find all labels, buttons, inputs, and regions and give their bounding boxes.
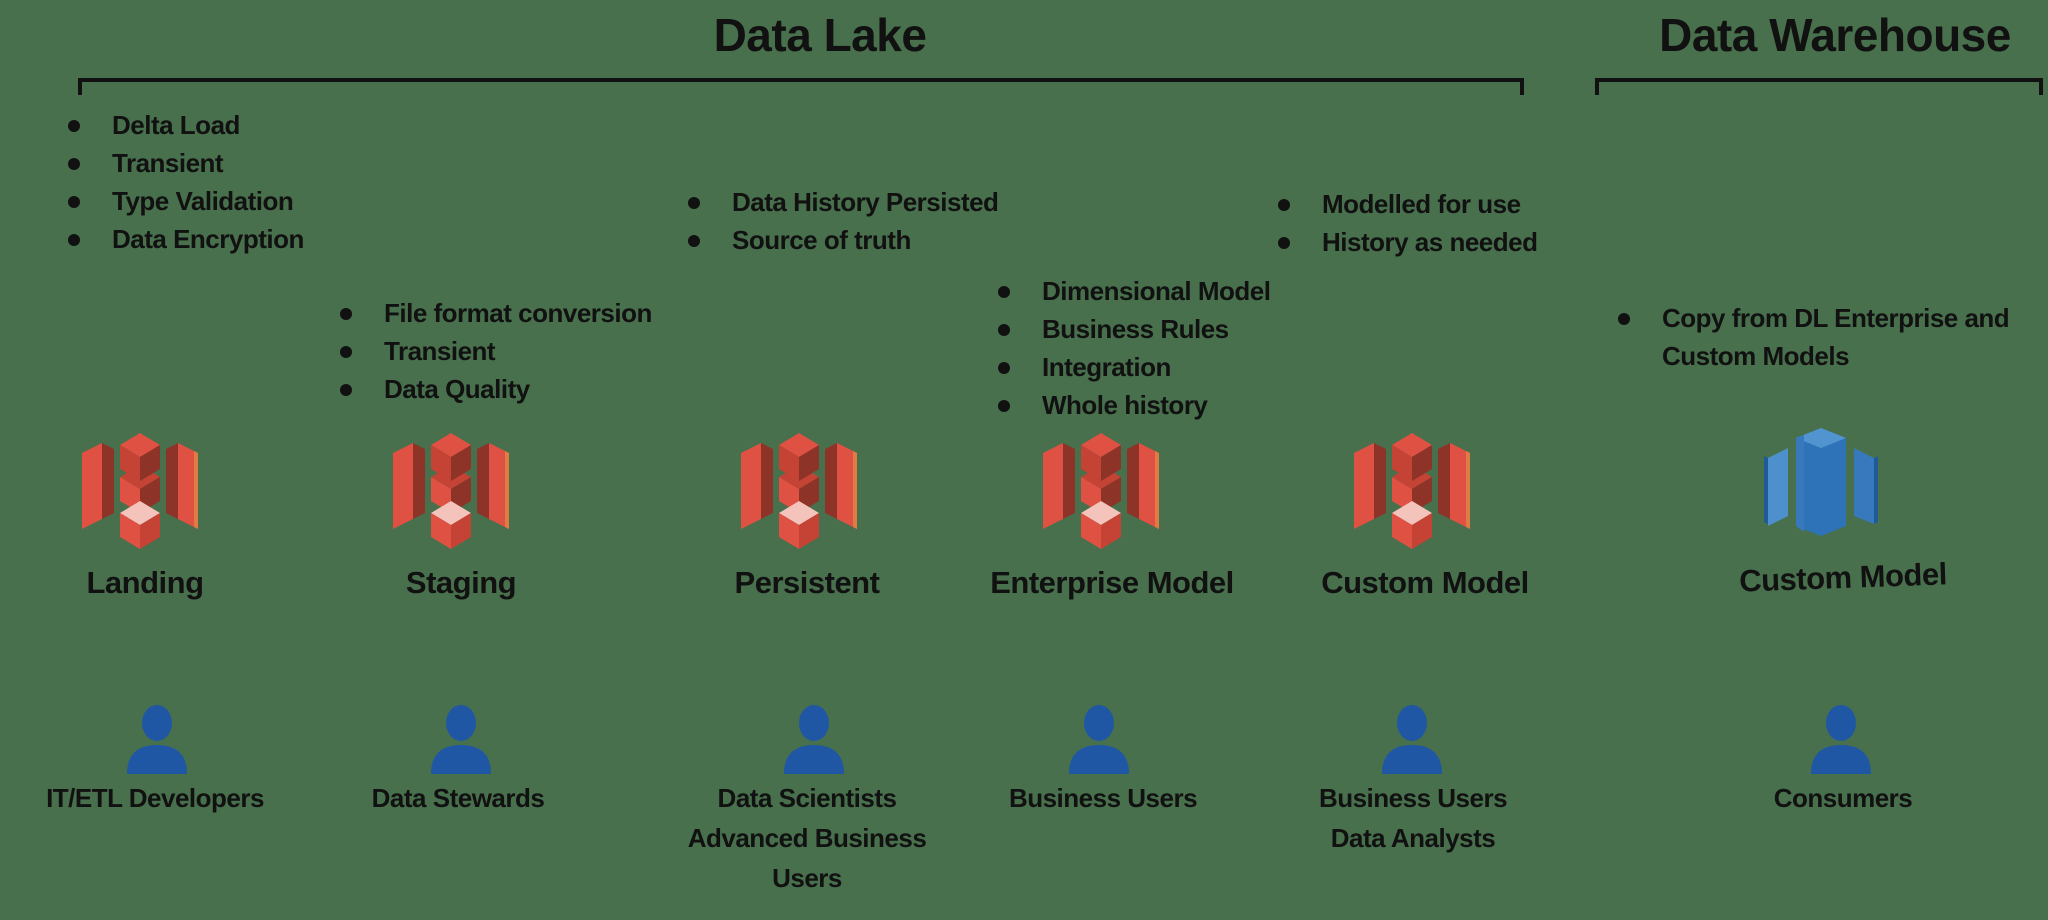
data-warehouse-bracket <box>1595 78 2043 95</box>
bullet-item: Transient <box>338 332 678 370</box>
zone-label-enterprise-model: Enterprise Model <box>990 565 1234 600</box>
person-icon <box>784 705 844 774</box>
person-icon <box>431 705 491 774</box>
bullet-item: File format conversion <box>338 294 678 332</box>
bullet-item: Source of truth <box>686 221 1056 259</box>
person-icon <box>1069 705 1129 774</box>
zone-label-warehouse-custom-model: Custom Model <box>1738 556 1948 599</box>
landing-bucket <box>80 425 200 553</box>
person-enterprise-model <box>1064 704 1136 774</box>
user-line: Data Scientists <box>717 783 897 813</box>
user-line: Business Users <box>1318 783 1508 813</box>
bullet-item: Whole history <box>996 386 1336 424</box>
data-lake-bracket <box>78 78 1524 95</box>
s3-bucket-icon <box>82 433 198 549</box>
user-line: Business Users <box>1008 783 1198 813</box>
person-custom-model <box>1377 704 1449 774</box>
person-staging <box>426 704 498 774</box>
bullet-item: Dimensional Model <box>996 272 1336 310</box>
bullet-item: Copy from DL Enterprise and Custom Model… <box>1616 299 2048 375</box>
user-line: IT/ETL Developers <box>46 783 264 813</box>
s3-bucket-icon <box>1043 433 1159 549</box>
warehouse-database <box>1762 420 1880 550</box>
data-warehouse-title: Data Warehouse <box>1659 9 2011 61</box>
enterprise-model-bucket <box>1041 425 1161 553</box>
person-icon <box>127 705 187 774</box>
bullet-item: History as needed <box>1276 223 1616 261</box>
bullet-item: Data Encryption <box>66 220 396 258</box>
bullet-item: Integration <box>996 348 1336 386</box>
person-warehouse <box>1806 704 1878 774</box>
user-label-warehouse: Consumers <box>1693 778 1993 818</box>
bullet-item: Data History Persisted <box>686 183 1056 221</box>
person-landing <box>122 704 194 774</box>
bullet-item: Transient <box>66 144 396 182</box>
staging-bucket <box>391 425 511 553</box>
bullet-item: Type Validation <box>66 182 396 220</box>
zone-label-custom-model: Custom Model <box>1321 565 1529 600</box>
s3-bucket-icon <box>1354 433 1470 549</box>
bullet-item: Modelled for use <box>1276 185 1616 223</box>
bullet-item: Delta Load <box>66 106 396 144</box>
zone-label-staging: Staging <box>405 565 517 600</box>
user-label-enterprise-model: Business Users <box>953 778 1253 818</box>
user-line: Data Stewards <box>371 783 545 813</box>
zone-label-persistent: Persistent <box>734 565 880 600</box>
user-label-staging: Data Stewards <box>308 778 608 818</box>
warehouse-bullet-list: Copy from DL Enterprise and Custom Model… <box>1616 299 2048 375</box>
redshift-database-icon <box>1764 428 1878 536</box>
person-persistent <box>779 704 851 774</box>
s3-bucket-icon <box>741 433 857 549</box>
persistent-bucket <box>739 425 859 553</box>
person-icon <box>1382 705 1442 774</box>
person-icon <box>1811 705 1871 774</box>
user-label-landing: IT/ETL Developers <box>5 778 305 818</box>
data-lake-title: Data Lake <box>713 9 927 61</box>
bullet-item: Data Quality <box>338 370 678 408</box>
user-line: Advanced Business Users <box>687 823 927 893</box>
user-line: Consumers <box>1773 783 1913 813</box>
user-line: Data Analysts <box>1330 823 1496 853</box>
custom-model-bucket <box>1352 425 1472 553</box>
s3-bucket-icon <box>393 433 509 549</box>
bullet-item: Business Rules <box>996 310 1336 348</box>
zone-label-landing: Landing <box>86 565 204 600</box>
